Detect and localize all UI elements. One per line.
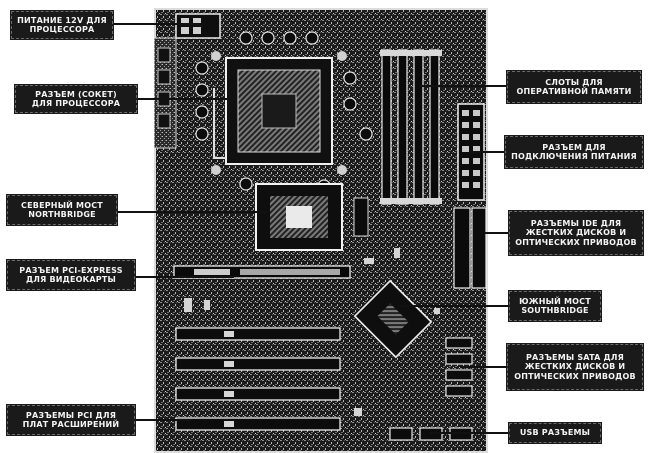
leader-ide xyxy=(484,232,510,234)
label-pci-slots: РАЗЪЕМЫ PCI ДЛЯ ПЛАТ РАСШИРЕНИЙ xyxy=(6,404,136,436)
label-ram-slots: СЛОТЫ ДЛЯ ОПЕРАТИВНОЙ ПАМЯТИ xyxy=(506,70,642,104)
leader-usb xyxy=(430,432,510,434)
label-pcie-slot: РАЗЪЕМ PCI-EXPRESS ДЛЯ ВИДЕОКАРТЫ xyxy=(6,259,136,291)
leader-power xyxy=(470,151,504,153)
label-cpu-socket: РАЗЪЕМ (СОКЕТ) ДЛЯ ПРОЦЕССОРА xyxy=(14,84,138,114)
label-northbridge: СЕВЕРНЫЙ МОСТ NORTHBRIDGE xyxy=(6,194,118,226)
label-ide-connectors: РАЗЪЕМЫ IDE ДЛЯ ЖЕСТКИХ ДИСКОВ И ОПТИЧЕС… xyxy=(508,210,644,256)
leader-southbridge xyxy=(398,305,508,307)
leader-cpu-socket xyxy=(138,98,230,100)
label-power-connector: РАЗЪЕМ ДЛЯ ПОДКЛЮЧЕНИЯ ПИТАНИЯ xyxy=(504,135,644,169)
leader-pci xyxy=(136,419,192,421)
label-southbridge: ЮЖНЫЙ МОСТ SOUTHBRIDGE xyxy=(508,290,602,322)
leader-sata xyxy=(460,366,508,368)
usb-headers xyxy=(390,428,472,440)
leader-northbridge xyxy=(118,211,268,213)
cpu-power-connector xyxy=(176,14,220,38)
label-usb-connectors: USB РАЗЪЕМЫ xyxy=(508,422,602,444)
motherboard-image xyxy=(154,8,488,453)
leader-pcie xyxy=(134,276,234,278)
label-cpu-power: ПИТАНИЕ 12V ДЛЯ ПРОЦЕССОРА xyxy=(10,10,114,40)
cpu-socket xyxy=(211,51,347,175)
label-sata-connectors: РАЗЪЕМЫ SATA ДЛЯ ЖЕСТКИХ ДИСКОВ И ОПТИЧЕ… xyxy=(506,343,644,391)
northbridge-chip xyxy=(256,184,342,250)
leader-ram xyxy=(420,85,506,87)
leader-cpu-power xyxy=(112,23,206,25)
